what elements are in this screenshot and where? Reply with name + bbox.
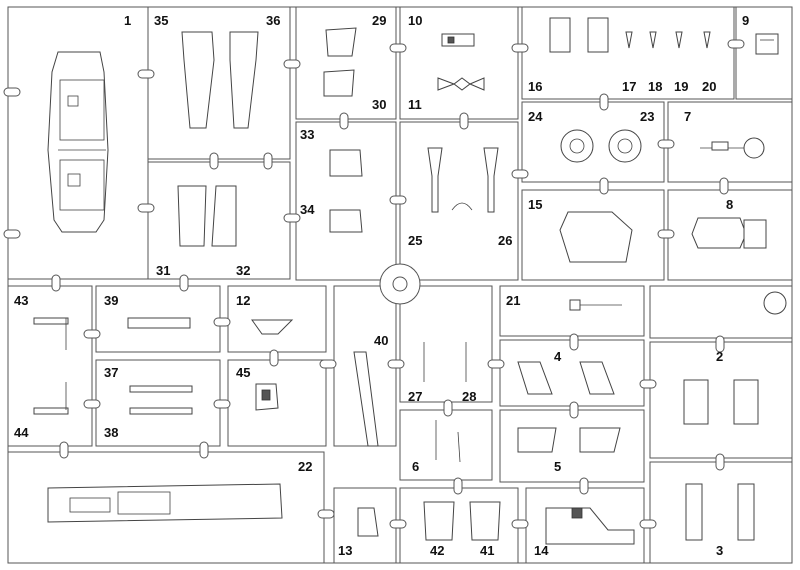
part-number-29: 29 (372, 13, 387, 28)
part-number-38: 38 (104, 425, 119, 440)
part-3-frames (685, 483, 755, 541)
part-23-24-wheels (560, 129, 642, 163)
part-number-18: 18 (648, 79, 663, 94)
part-number-25: 25 (408, 233, 423, 248)
part-number-10: 10 (408, 13, 423, 28)
part-2-seats (683, 379, 759, 425)
part-number-4: 4 (554, 349, 562, 364)
part-number-20: 20 (702, 79, 717, 94)
part-43-44-rails (33, 317, 69, 415)
part-6-mount (435, 420, 461, 463)
part-10-11-fittings (437, 33, 485, 91)
part-number-19: 19 (674, 79, 689, 94)
part-8-headrest (691, 217, 767, 249)
part-45-housing (255, 383, 279, 411)
part-number-33: 33 (300, 127, 315, 142)
part-number-37: 37 (104, 365, 119, 380)
part-number-36: 36 (266, 13, 281, 28)
part-number-27: 27 (408, 389, 423, 404)
injection-gate (379, 263, 421, 305)
part-number-2: 2 (716, 349, 724, 364)
part-number-39: 39 (104, 293, 119, 308)
part-number-7: 7 (684, 109, 692, 124)
part-7-tail-wheel (700, 137, 765, 159)
part-35-36-pedals (181, 31, 259, 129)
part-number-26: 26 (498, 233, 513, 248)
part-number-1: 1 (124, 13, 132, 28)
part-number-22: 22 (298, 459, 313, 474)
part-21-pin (569, 299, 622, 311)
part-number-21: 21 (506, 293, 521, 308)
part-number-45: 45 (236, 365, 251, 380)
part-1-cockpit-tub (47, 51, 109, 233)
part-number-14: 14 (534, 543, 549, 558)
part-29-30-covers (323, 27, 357, 97)
part-41-42-doors (423, 501, 501, 541)
attachment-gates (3, 39, 745, 529)
part-number-35: 35 (154, 13, 169, 28)
part-15-seat-pan (559, 211, 633, 263)
part-33-34-brackets (329, 149, 363, 233)
part-number-11: 11 (408, 97, 422, 112)
circle-tab (763, 291, 787, 315)
part-number-32: 32 (236, 263, 251, 278)
part-number-31: 31 (156, 263, 171, 278)
part-31-32-panels (177, 185, 237, 247)
part-number-23: 23 (640, 109, 655, 124)
part-39-rod (127, 317, 191, 329)
part-number-40: 40 (374, 333, 389, 348)
part-number-15: 15 (528, 197, 543, 212)
part-number-44: 44 (14, 425, 29, 440)
part-number-42: 42 (430, 543, 445, 558)
part-number-5: 5 (554, 459, 562, 474)
part-number-17: 17 (622, 79, 637, 94)
part-14-console (545, 507, 635, 545)
part-number-13: 13 (338, 543, 353, 558)
part-25-26-struts (427, 147, 499, 213)
part-4-seat-sides (517, 361, 615, 395)
part-number-9: 9 (742, 13, 750, 28)
part-5-seat-frames (517, 427, 621, 453)
part-12-dome (251, 319, 294, 335)
part-number-16: 16 (528, 79, 543, 94)
part-37-38-bars (129, 385, 193, 415)
part-13-vent (357, 507, 379, 537)
part-number-3: 3 (716, 543, 724, 558)
part-number-43: 43 (14, 293, 29, 308)
part-22-floor (47, 483, 283, 523)
part-number-34: 34 (300, 202, 315, 217)
part-16-20-antennas (549, 17, 711, 53)
part-number-6: 6 (412, 459, 420, 474)
part-number-41: 41 (480, 543, 495, 558)
part-number-30: 30 (372, 97, 387, 112)
part-number-24: 24 (528, 109, 543, 124)
part-40-long-rod (353, 351, 379, 447)
part-number-12: 12 (236, 293, 251, 308)
part-9-hinge (755, 33, 779, 55)
part-number-8: 8 (726, 197, 734, 212)
part-number-28: 28 (462, 389, 477, 404)
part-27-28-links (423, 342, 467, 382)
